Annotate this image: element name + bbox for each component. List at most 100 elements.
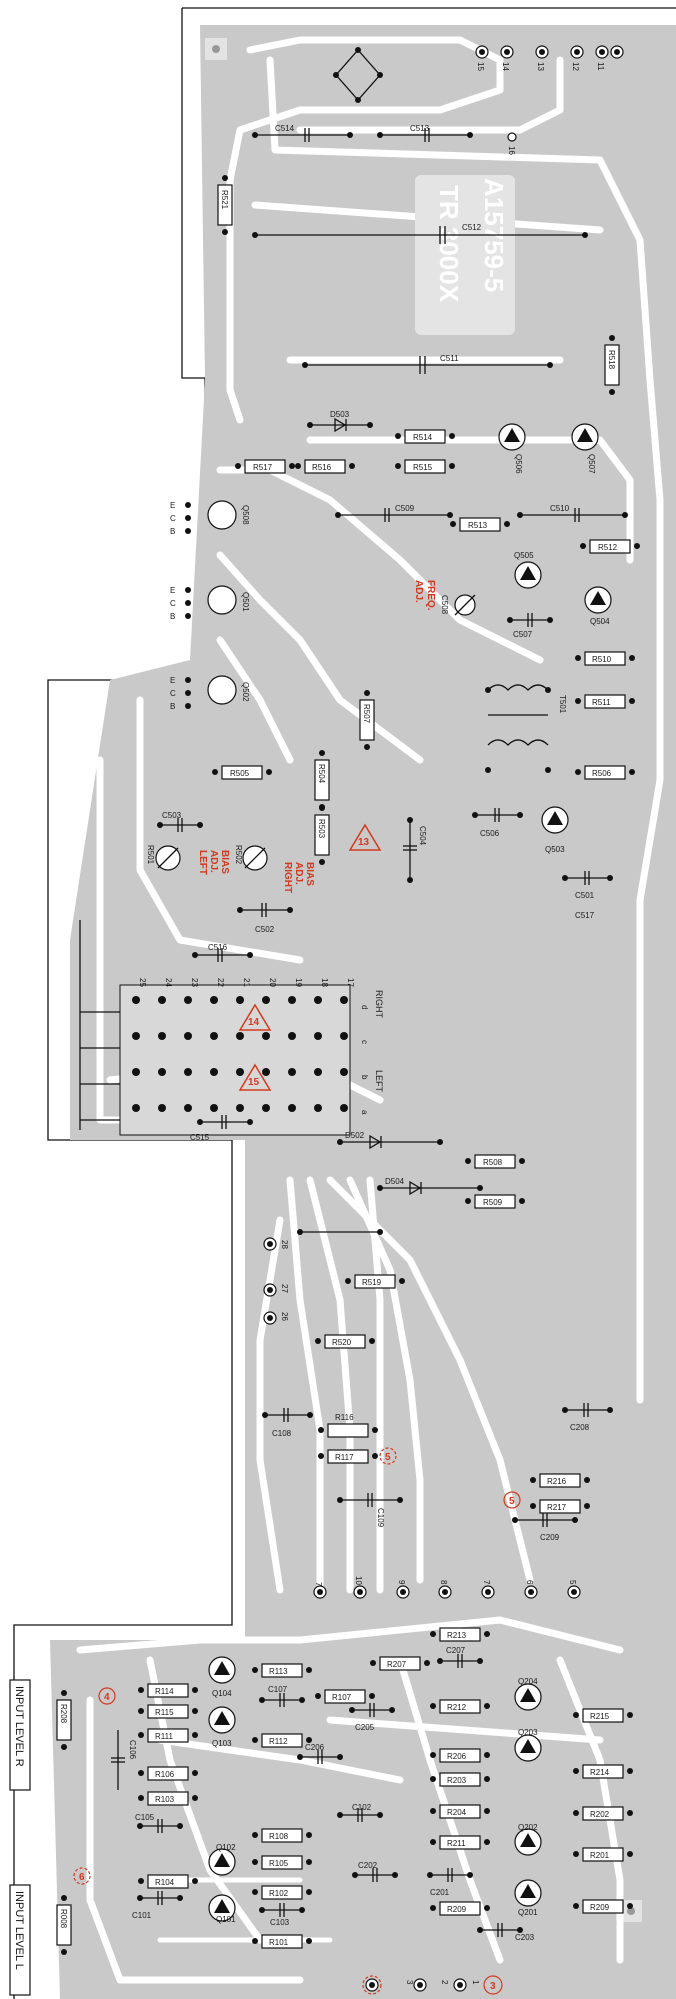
pad — [573, 1768, 579, 1774]
resistor-r105 — [261, 1855, 303, 1870]
input-level-r-tag: INPUT LEVEL R — [9, 1679, 31, 1791]
pad — [484, 1752, 490, 1758]
resistor-r203-label: R203 — [447, 1776, 467, 1785]
svg-text:Q504: Q504 — [590, 617, 610, 626]
connector-pad — [288, 1104, 296, 1112]
pad — [337, 1754, 343, 1760]
svg-text:19: 19 — [294, 978, 303, 987]
svg-text:C109: C109 — [376, 1508, 385, 1528]
pad — [138, 1687, 144, 1693]
svg-text:8: 8 — [439, 1580, 448, 1585]
pad — [369, 1693, 375, 1699]
connector-pad — [262, 1104, 270, 1112]
capacitor-group-top: C514 C513 C512 C511 — [252, 124, 588, 374]
transistor-q104-symbol — [214, 1661, 230, 1675]
capacitor-c202-label: C202 — [358, 1861, 378, 1870]
connector-pad — [184, 1032, 192, 1040]
svg-text:R518: R518 — [607, 350, 616, 370]
svg-text:5: 5 — [568, 1580, 577, 1585]
svg-text:C510: C510 — [550, 504, 570, 513]
connector-pads — [132, 996, 348, 1112]
resistor-r207 — [379, 1656, 421, 1671]
pad — [484, 1808, 490, 1814]
resistor-r102 — [261, 1885, 303, 1900]
svg-text:R509: R509 — [483, 1198, 503, 1207]
resistor-r115 — [147, 1704, 189, 1719]
pad — [138, 1878, 144, 1884]
pad — [306, 1737, 312, 1743]
resistor-r102-label: R102 — [269, 1889, 289, 1898]
board-outline — [13, 7, 676, 1999]
svg-text:R508: R508 — [483, 1158, 503, 1167]
pad — [627, 1712, 633, 1718]
svg-text:3: 3 — [490, 1981, 496, 1992]
resistor-r215-label: R215 — [590, 1712, 610, 1721]
pad — [177, 1823, 183, 1829]
capacitor-c102-label: C102 — [352, 1803, 372, 1812]
svg-text:10: 10 — [354, 1576, 363, 1585]
connector-pad — [236, 1068, 244, 1076]
resistor-r107-label: R107 — [332, 1693, 352, 1702]
svg-text:R216: R216 — [547, 1477, 567, 1486]
bias-adj-left-2: ADJ. — [208, 850, 219, 873]
pad — [349, 1707, 355, 1713]
svg-text:B: B — [170, 702, 175, 711]
pad — [573, 1903, 579, 1909]
svg-text:R502: R502 — [234, 845, 243, 865]
svg-text:9: 9 — [397, 1580, 406, 1585]
pad — [484, 1631, 490, 1637]
svg-text:15: 15 — [476, 62, 485, 71]
input-level-r-label: INPUT LEVEL R — [13, 1686, 25, 1767]
svg-text:R515: R515 — [413, 463, 433, 472]
connector-pad — [184, 1104, 192, 1112]
pad — [627, 1768, 633, 1774]
svg-text:7: 7 — [314, 1582, 323, 1587]
svg-text:11: 11 — [596, 62, 605, 71]
capacitor-c107-label: C107 — [268, 1685, 288, 1694]
resistor-r206 — [439, 1748, 481, 1763]
pad — [389, 1707, 395, 1713]
pad — [192, 1708, 198, 1714]
svg-text:C502: C502 — [255, 925, 275, 934]
pad — [297, 1754, 303, 1760]
resistor-r209-slot — [582, 1899, 624, 1914]
svg-text:C: C — [170, 599, 176, 608]
svg-text:R511: R511 — [592, 698, 611, 707]
transistor-q203-label: Q203 — [518, 1728, 538, 1737]
svg-text:R514: R514 — [413, 433, 433, 442]
svg-text:6: 6 — [525, 1580, 534, 1585]
resistor-row-upper: D503 R514 R515 R517 R516 — [235, 410, 455, 474]
pad — [430, 1776, 436, 1782]
transistor-q507: Q507 — [571, 423, 599, 474]
svg-text:5: 5 — [509, 1496, 515, 1507]
pad — [306, 1832, 312, 1838]
svg-text:D502: D502 — [345, 1131, 365, 1140]
transistor-q104-label: Q104 — [212, 1689, 232, 1698]
connector-pad — [158, 1104, 166, 1112]
resistor-r209-slot-label: R209 — [590, 1903, 610, 1912]
resistor-r201-label: R209 — [447, 1905, 467, 1914]
resistor-r203 — [439, 1772, 481, 1787]
connector-pad — [288, 1068, 296, 1076]
svg-text:C517: C517 — [575, 911, 595, 920]
svg-text:T501: T501 — [558, 695, 567, 714]
svg-text:Q508: Q508 — [241, 505, 250, 525]
connector-pad — [340, 996, 348, 1004]
connector-pad — [210, 996, 218, 1004]
pad — [306, 1667, 312, 1673]
resistor-r114-label: R114 — [155, 1687, 174, 1696]
svg-text:21: 21 — [242, 978, 251, 987]
resistor-r101 — [261, 1934, 303, 1949]
capacitor-c105-label: C105 — [135, 1813, 155, 1822]
connector-pad — [158, 1032, 166, 1040]
svg-text:RIGHT: RIGHT — [374, 990, 384, 1019]
svg-text:C515: C515 — [190, 1133, 210, 1142]
pad — [573, 1810, 579, 1816]
resistor-r211 — [582, 1806, 624, 1821]
svg-text:R513: R513 — [468, 521, 488, 530]
svg-text:26: 26 — [280, 1312, 289, 1321]
pad — [252, 1667, 258, 1673]
terminals-28-26: 28 27 26 — [263, 1229, 383, 1325]
corner-hole — [212, 45, 220, 53]
svg-text:14: 14 — [248, 1017, 260, 1028]
